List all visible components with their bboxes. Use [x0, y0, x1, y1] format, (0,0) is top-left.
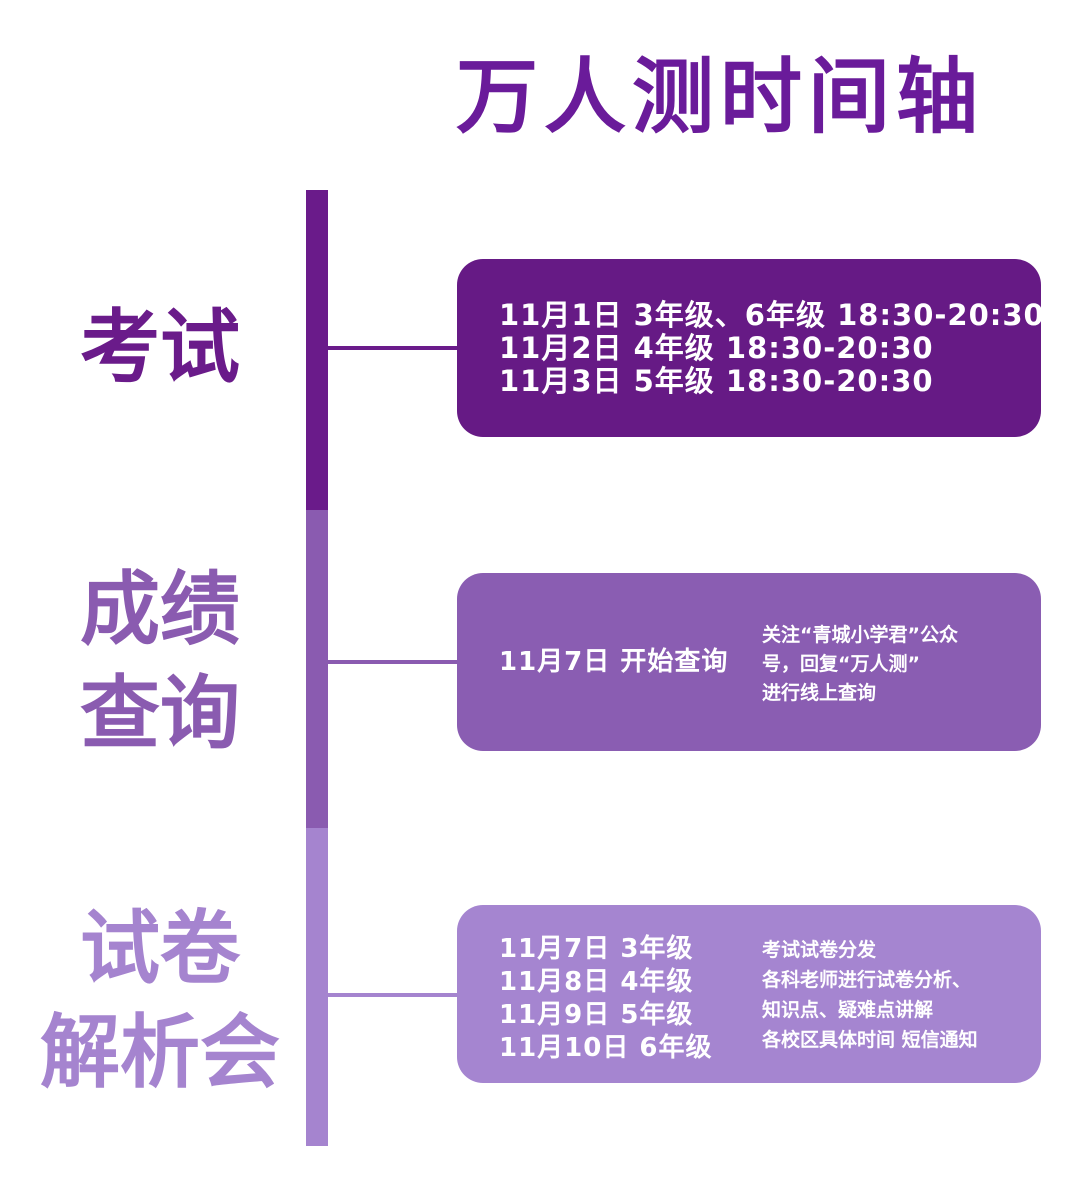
timeline-spine-segment-score	[306, 510, 328, 830]
review-note-line: 各校区具体时间 短信通知	[762, 1029, 978, 1051]
timeline-spine-segment-review	[306, 828, 328, 1146]
exam-schedule-line: 11月2日 4年级 18:30-20:30	[499, 331, 934, 365]
exam-schedule-line: 11月1日 3年级、6年级 18:30-20:30	[499, 298, 1045, 332]
score-note-line: 进行线上查询	[762, 682, 877, 704]
score-date-line: 11月7日 开始查询	[499, 647, 729, 677]
stage-label-line: 考试	[80, 301, 240, 394]
review-note-line: 知识点、疑难点讲解	[762, 999, 934, 1021]
stage-label-line: 查询	[80, 667, 240, 760]
score-note-line: 关注“青城小学君”公众	[762, 624, 958, 646]
stage-label-exam: 考试	[20, 296, 300, 400]
stage-card-review: 11月7日 3年级 11月8日 4年级 11月9日 5年级 11月10日 6年级…	[457, 905, 1041, 1083]
review-schedule-line: 11月7日 3年级	[499, 934, 694, 964]
review-schedule-line: 11月9日 5年级	[499, 1000, 694, 1030]
stage-label-line: 解析会	[40, 1006, 280, 1099]
review-schedule-line: 11月10日 6年级	[499, 1033, 713, 1063]
stage-label-review: 试卷 解析会	[20, 897, 300, 1105]
score-note-line: 号，回复“万人测”	[762, 653, 920, 675]
exam-schedule-line: 11月3日 5年级 18:30-20:30	[499, 364, 934, 398]
review-note: 考试试卷分发 各科老师进行试卷分析、 知识点、疑难点讲解 各校区具体时间 短信通…	[762, 935, 978, 1055]
review-schedule-line: 11月8日 4年级	[499, 967, 694, 997]
stage-label-line: 试卷	[80, 902, 240, 995]
timeline-connector-score	[317, 660, 459, 664]
stage-label-score: 成绩 查询	[20, 558, 300, 766]
review-schedule: 11月7日 3年级 11月8日 4年级 11月9日 5年级 11月10日 6年级	[499, 933, 713, 1065]
stage-label-line: 成绩	[80, 563, 240, 656]
review-note-line: 考试试卷分发	[762, 939, 877, 961]
score-note: 关注“青城小学君”公众 号，回复“万人测” 进行线上查询	[762, 621, 958, 708]
review-note-line: 各科老师进行试卷分析、	[762, 969, 972, 991]
page-title: 万人测时间轴	[455, 50, 984, 145]
exam-schedule: 11月1日 3年级、6年级 18:30-20:30 11月2日 4年级 18:3…	[499, 299, 1045, 398]
timeline-connector-review	[317, 993, 459, 997]
stage-card-exam: 11月1日 3年级、6年级 18:30-20:30 11月2日 4年级 18:3…	[457, 259, 1044, 437]
stage-card-score: 11月7日 开始查询 关注“青城小学君”公众 号，回复“万人测” 进行线上查询	[457, 573, 1041, 751]
timeline-spine-segment-exam	[306, 190, 328, 512]
timeline-connector-exam	[317, 346, 459, 350]
score-date: 11月7日 开始查询	[499, 646, 728, 678]
